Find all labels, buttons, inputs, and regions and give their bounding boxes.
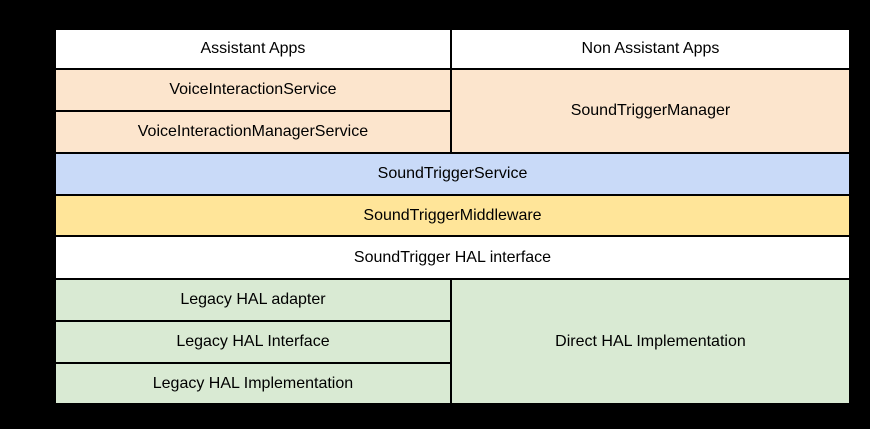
soundtrigger-architecture-diagram: Assistant Apps Non Assistant Apps VoiceI… [54, 28, 852, 405]
row-voice-interaction-manager-service: VoiceInteractionManagerService [54, 110, 850, 154]
cell-sound-trigger-manager: SoundTriggerManager [449, 68, 852, 154]
row-legacy-hal-adapter: Legacy HAL adapter Direct HAL Implementa… [54, 278, 852, 405]
cell-non-assistant-apps: Non Assistant Apps [449, 28, 852, 70]
cell-sound-trigger-service: SoundTriggerService [54, 152, 851, 196]
row-legacy-hal-interface: Legacy HAL Interface [54, 320, 850, 364]
cell-legacy-hal-adapter: Legacy HAL adapter [54, 278, 452, 322]
cell-sound-trigger-hal-interface: SoundTrigger HAL interface [54, 235, 851, 280]
row-sound-trigger-hal-interface: SoundTrigger HAL interface [54, 235, 851, 280]
cell-voice-interaction-service: VoiceInteractionService [54, 68, 452, 112]
cell-legacy-hal-implementation: Legacy HAL Implementation [54, 362, 452, 405]
cell-sound-trigger-middleware: SoundTriggerMiddleware [54, 194, 851, 237]
row-sound-trigger-middleware: SoundTriggerMiddleware [54, 194, 851, 237]
row-legacy-hal-implementation: Legacy HAL Implementation [54, 362, 850, 405]
cell-voice-interaction-manager-service: VoiceInteractionManagerService [54, 110, 452, 154]
row-sound-trigger-service: SoundTriggerService [54, 152, 851, 196]
cell-assistant-apps: Assistant Apps [54, 28, 452, 70]
cell-direct-hal-implementation: Direct HAL Implementation [449, 278, 852, 405]
cell-legacy-hal-interface: Legacy HAL Interface [54, 320, 452, 364]
row-apps: Assistant Apps Non Assistant Apps [54, 28, 852, 70]
row-voice-interaction-service: VoiceInteractionService SoundTriggerMana… [54, 68, 852, 154]
